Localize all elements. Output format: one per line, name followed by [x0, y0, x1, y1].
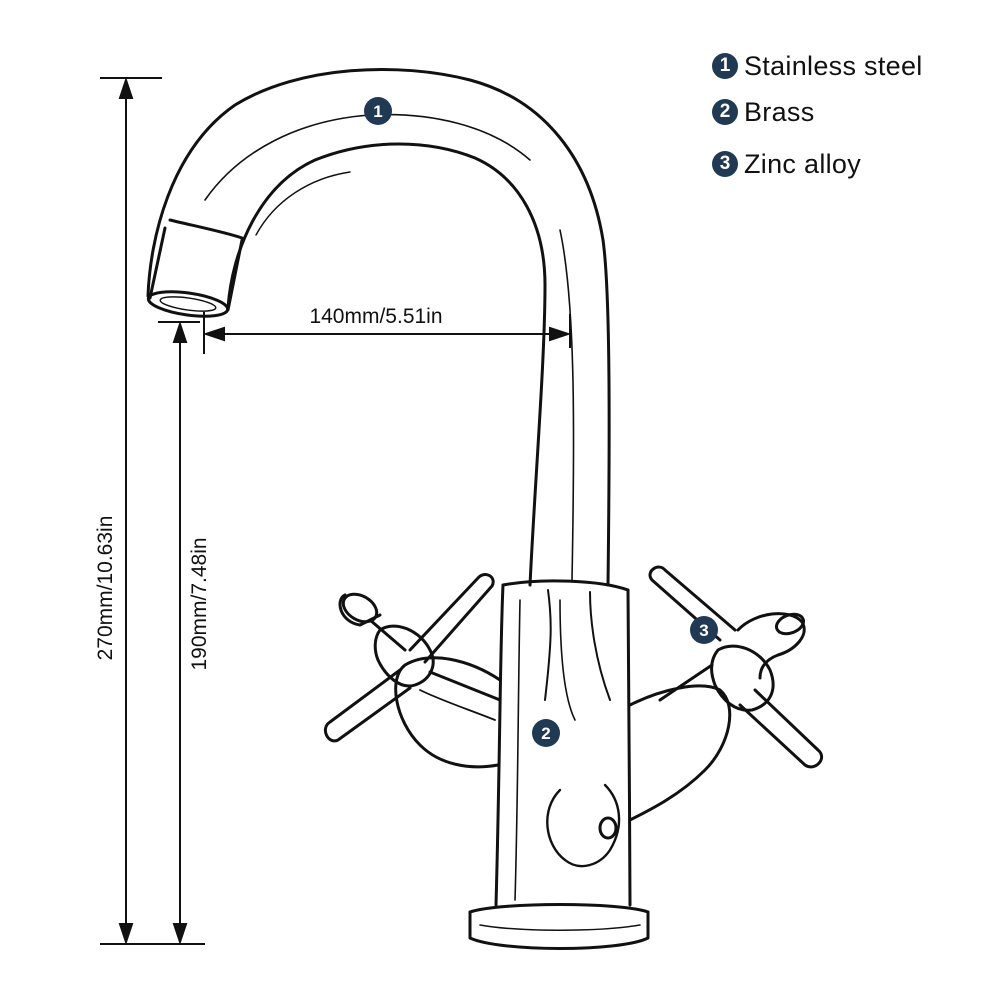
spout-height-arrow-bottom — [172, 923, 188, 946]
left-handle-bar-left — [338, 593, 407, 652]
body-neck-detail — [544, 589, 611, 701]
legend-badge-3: 3 — [712, 151, 738, 177]
callout-3-number: 3 — [699, 621, 708, 640]
total-height-arrow-top — [118, 76, 134, 99]
legend-badge-1: 1 — [712, 53, 738, 79]
body-top — [501, 579, 630, 592]
spout-highlight-3 — [255, 171, 351, 236]
total-height-label: 270mm/10.63in — [94, 516, 117, 661]
body-right-contour — [626, 588, 632, 907]
legend-label-brass: Brass — [744, 96, 815, 127]
legend-label-zinc-alloy: Zinc alloy — [744, 148, 862, 179]
total-height-arrow-bottom — [118, 923, 134, 946]
reach-arrow-right — [549, 326, 572, 342]
callout-1-circle — [364, 97, 392, 125]
right-handle-knob-cap — [774, 612, 806, 636]
right-valve-housing — [628, 684, 732, 822]
legend-item-zinc-alloy: 3 Zinc alloy — [712, 148, 923, 180]
spout-highlight — [204, 113, 531, 201]
legend-item-brass: 2 Brass — [712, 96, 923, 128]
spout-outer-contour — [146, 67, 611, 587]
right-valve-spout-shape — [546, 783, 621, 868]
spout-height-label: 190mm/7.48in — [188, 537, 211, 670]
right-handle-knob — [736, 612, 806, 680]
legend-label-stainless-steel: Stainless steel — [744, 50, 923, 81]
aerator-outlet — [146, 290, 230, 318]
spout-reach-label: 140mm/5.51in — [309, 305, 442, 328]
body-left-contour — [494, 583, 505, 907]
legend-badge-2: 2 — [712, 99, 738, 125]
spout-inner-contour — [226, 142, 547, 587]
body-highlight — [514, 599, 576, 901]
left-handle-hub — [373, 624, 435, 688]
callout-3-circle — [690, 616, 718, 644]
callout-1-number: 1 — [373, 102, 382, 121]
legend-item-stainless-steel: 1 Stainless steel — [712, 50, 923, 82]
callout-2-number: 2 — [541, 724, 550, 743]
right-handle-bar-down — [738, 688, 824, 769]
faucet-illustration — [146, 67, 824, 950]
right-handle-hub — [710, 644, 775, 712]
base-plate — [468, 910, 650, 950]
callout-2: 2 — [532, 719, 560, 747]
right-handle-bar-up — [648, 565, 737, 642]
left-handle-bar-right — [428, 670, 502, 702]
base-plate-top — [468, 903, 650, 914]
base-plate-line — [479, 924, 641, 931]
material-legend: 1 Stainless steel 2 Brass 3 Zinc alloy — [712, 50, 923, 194]
right-handle-bar-left — [658, 663, 714, 702]
callout-3: 3 — [690, 616, 718, 644]
callout-2-circle — [532, 719, 560, 747]
aerator-side — [148, 226, 244, 312]
left-valve-detail — [419, 689, 496, 721]
left-handle-bar-down — [324, 668, 412, 743]
reach-arrow-left — [202, 326, 225, 342]
spout-highlight-2 — [559, 229, 575, 581]
left-handle-bar-up — [408, 573, 495, 664]
aerator-ring — [168, 218, 244, 240]
callout-1: 1 — [364, 97, 392, 125]
dimension-lines — [100, 76, 572, 946]
aerator-mesh — [159, 296, 217, 312]
right-valve-port — [598, 816, 618, 840]
spout-height-arrow-top — [172, 320, 188, 343]
left-valve-housing — [394, 656, 502, 769]
left-handle-knob — [341, 592, 379, 624]
